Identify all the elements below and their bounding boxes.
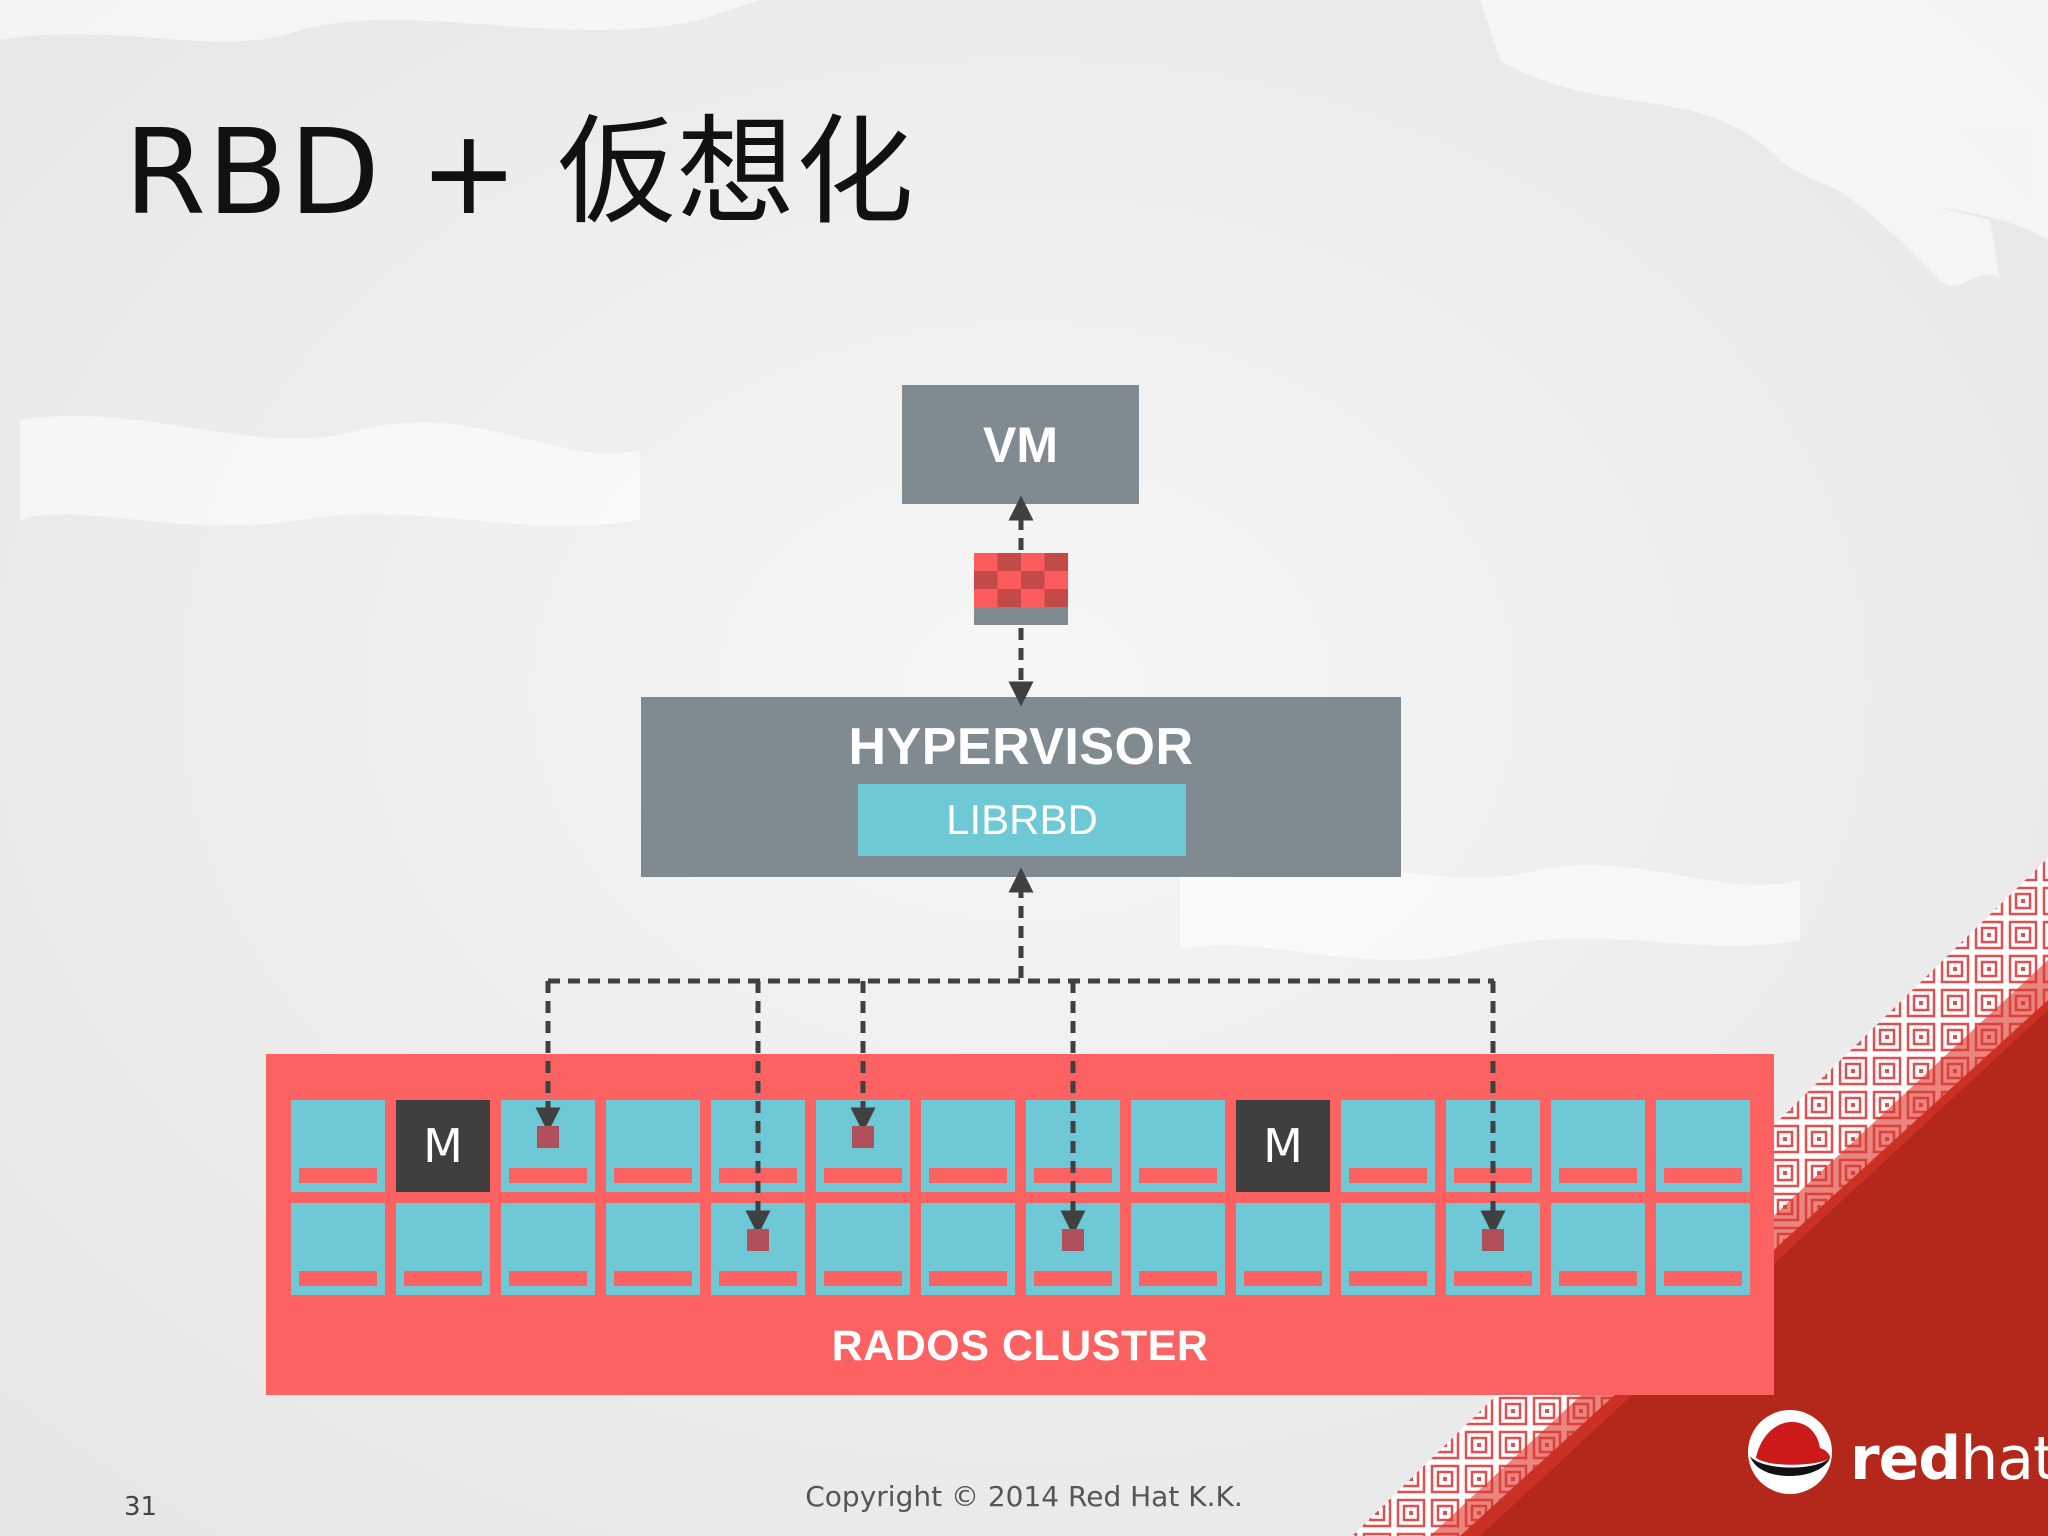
monitor-cell (396, 1100, 490, 1192)
osd-bar (614, 1168, 692, 1183)
osd-bar (1559, 1168, 1637, 1183)
osd-node (1341, 1203, 1435, 1295)
osd-bar (719, 1168, 797, 1183)
osd-bar (509, 1168, 587, 1183)
librbd-label: LIBRBD (946, 796, 1098, 843)
osd-bar (1349, 1271, 1427, 1286)
osd-node (921, 1203, 1015, 1295)
osd-bar (404, 1271, 482, 1286)
osd-bar (929, 1271, 1007, 1286)
connectors (548, 495, 1494, 984)
object-square (537, 1126, 559, 1148)
osd-node (1551, 1100, 1645, 1192)
osd-node (1131, 1203, 1225, 1295)
osd-bar (929, 1168, 1007, 1183)
osd-bar (1349, 1168, 1427, 1183)
object-square (1482, 1229, 1504, 1251)
osd-node (291, 1203, 385, 1295)
redhat-logo-icon (1748, 1410, 1832, 1494)
rados-cluster-label: RADOS CLUSTER (831, 1322, 1209, 1370)
osd-bar (299, 1271, 377, 1286)
osd-node (1656, 1203, 1750, 1295)
osd-node (816, 1203, 910, 1295)
osd-node (501, 1203, 595, 1295)
osd-bar (824, 1168, 902, 1183)
osd-node (291, 1100, 385, 1192)
redhat-logo-text: redhat (1850, 1424, 2048, 1494)
page-number: 31 (124, 1492, 158, 1522)
osd-bar (1664, 1168, 1742, 1183)
osd-node (606, 1203, 700, 1295)
osd-node (1551, 1203, 1645, 1295)
osd-bar (1139, 1271, 1217, 1286)
osd-bar (614, 1271, 692, 1286)
osd-bar (299, 1168, 377, 1183)
osd-node (1656, 1100, 1750, 1192)
hypervisor-box: HYPERVISOR LIBRBD (641, 697, 1401, 877)
copyright: Copyright © 2014 Red Hat K.K. (805, 1480, 1243, 1513)
osd-node (1341, 1100, 1435, 1192)
monitor-node: M (1236, 1100, 1330, 1192)
osd-bar (1034, 1271, 1112, 1286)
osd-node (1131, 1100, 1225, 1192)
vm-box: VM (902, 385, 1139, 504)
osd-bar (1454, 1271, 1532, 1286)
object-checker (974, 553, 1068, 607)
object-block-icon (974, 553, 1068, 625)
object-square (1062, 1229, 1084, 1251)
librbd-box: LIBRBD (858, 784, 1186, 856)
osd-node (396, 1203, 490, 1295)
hypervisor-label: HYPERVISOR (848, 718, 1194, 776)
osd-bar (1664, 1271, 1742, 1286)
logo-text-hat: hat (1960, 1424, 2048, 1494)
monitor-label: M (423, 1119, 463, 1173)
object-drops (535, 981, 1506, 1251)
osd-bar (1559, 1271, 1637, 1286)
slide-title: RBD + 仮想化 (124, 103, 915, 241)
monitor-node: M (396, 1100, 490, 1192)
object-square (747, 1229, 769, 1251)
monitor-label: M (1263, 1119, 1303, 1173)
osd-bar (824, 1271, 902, 1286)
osd-bar (1034, 1168, 1112, 1183)
osd-bar (1244, 1271, 1322, 1286)
osd-bar (1139, 1168, 1217, 1183)
vm-label: VM (983, 416, 1058, 473)
object-square (852, 1126, 874, 1148)
monitor-cell (1236, 1100, 1330, 1192)
osd-node (921, 1100, 1015, 1192)
osd-node (1236, 1203, 1330, 1295)
osd-node (1446, 1100, 1540, 1192)
map-texture (0, 0, 2048, 960)
osd-bar (1454, 1168, 1532, 1183)
osd-bar (509, 1271, 587, 1286)
logo-text-red: red (1850, 1424, 1961, 1494)
osd-bar (719, 1271, 797, 1286)
osd-node (606, 1100, 700, 1192)
